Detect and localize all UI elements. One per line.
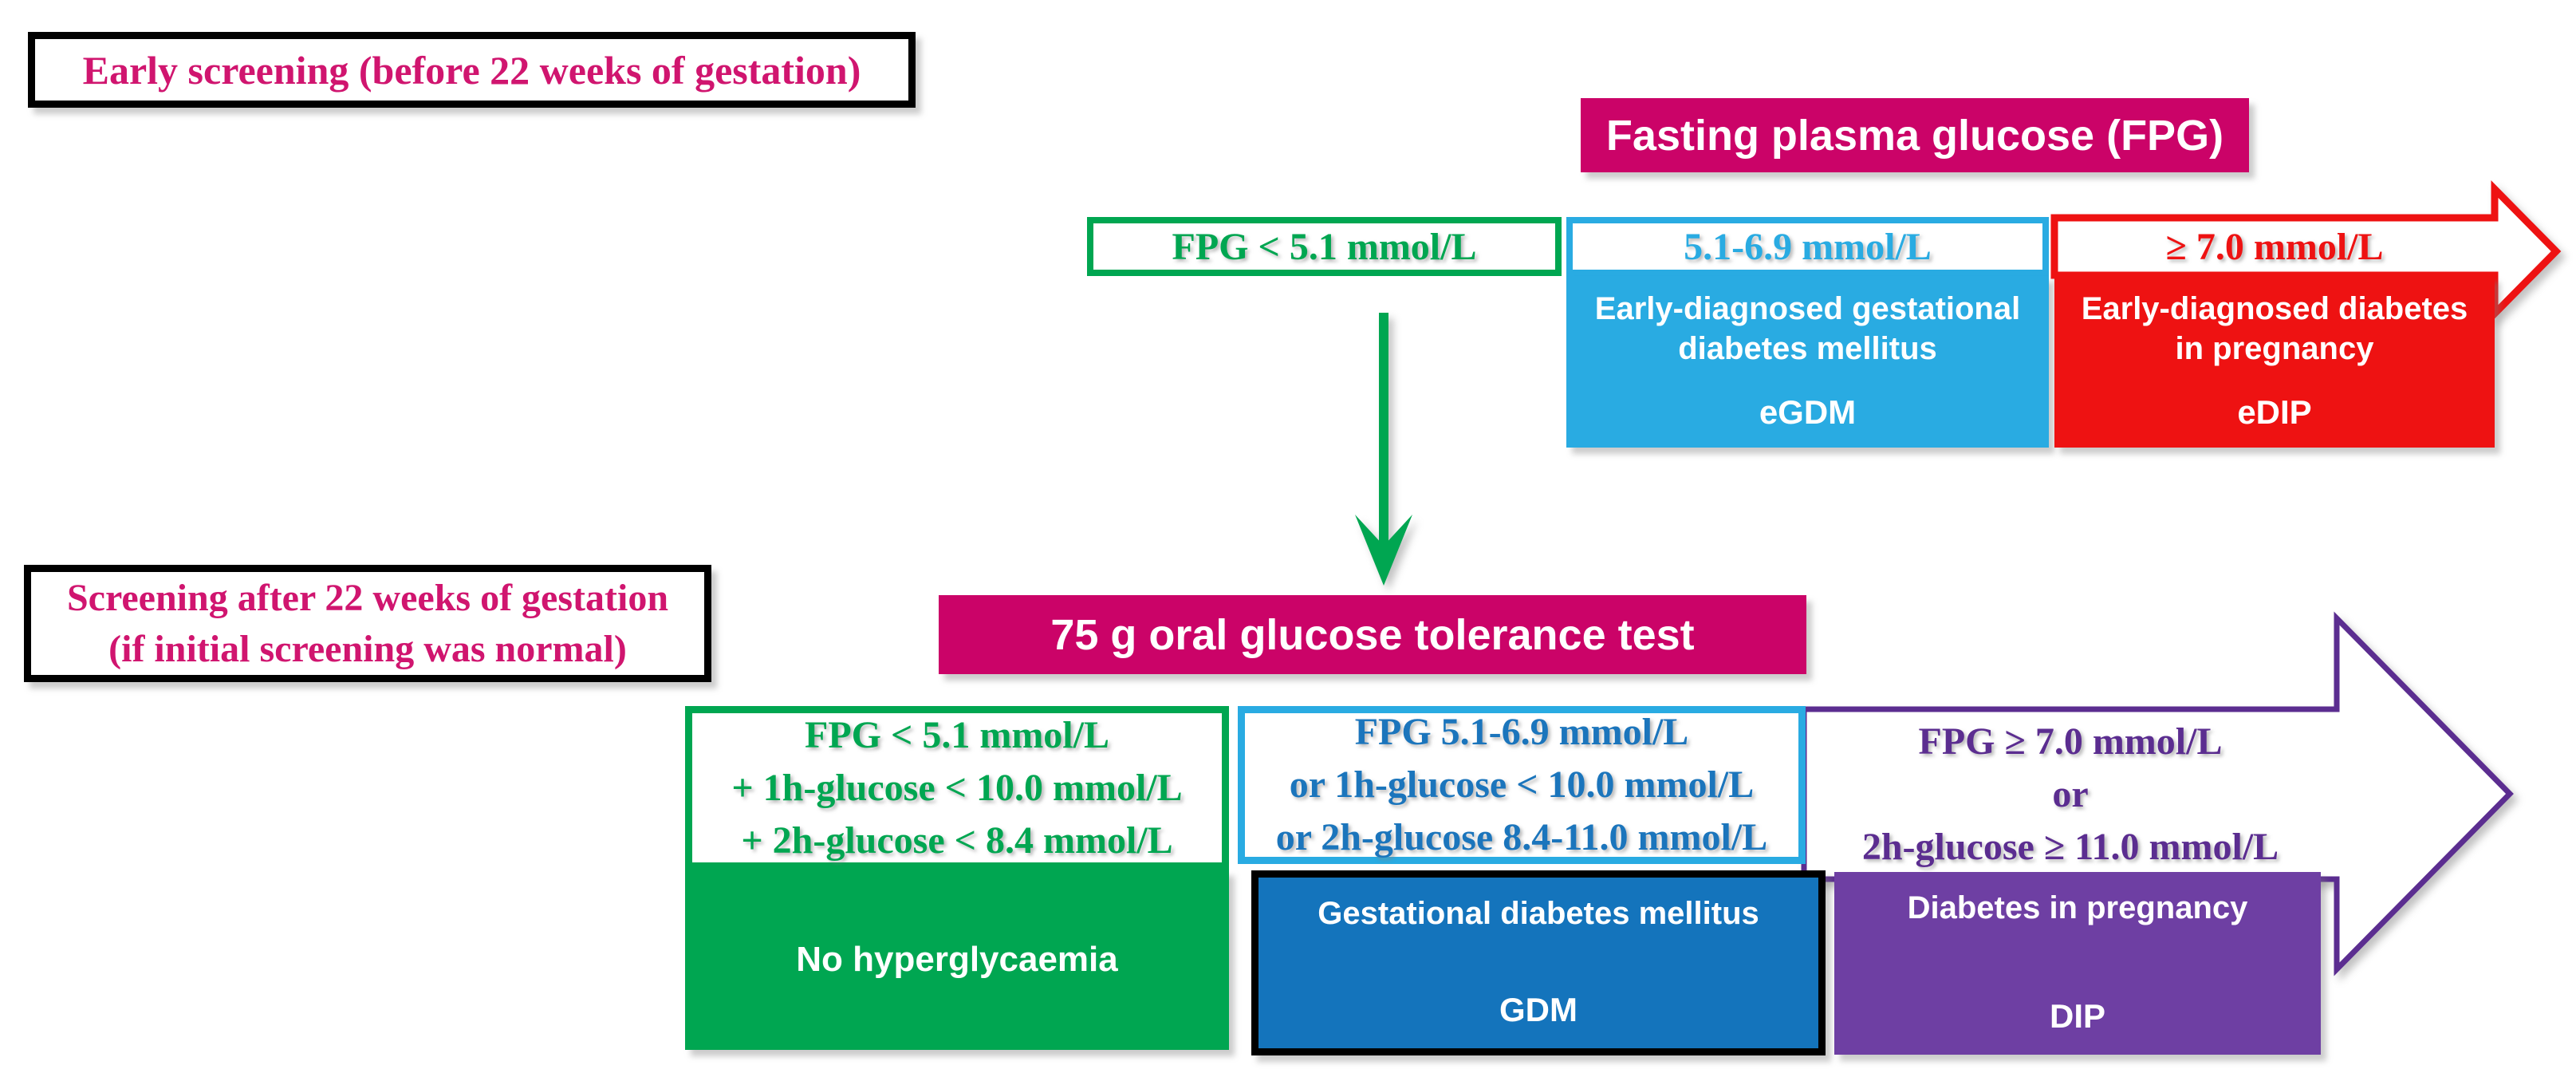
early-normal-criteria-box: FPG < 5.1 mmol/L	[1087, 217, 1562, 276]
no-hyperglycaemia-text: No hyperglycaemia	[796, 940, 1118, 979]
early-header-box: Early screening (before 22 weeks of gest…	[28, 32, 916, 108]
late-header-line: Screening after 22 weeks of gestation	[66, 576, 669, 619]
egdm-outcome-box: Early-diagnosed gestational diabetes mel…	[1566, 276, 2049, 448]
ogtt-header-text: 75 g oral glucose tolerance test	[1050, 610, 1695, 659]
ogtt-header-box: 75 g oral glucose tolerance test	[939, 595, 1806, 674]
dip-abbr: DIP	[2049, 997, 2105, 1035]
late-normal-criteria-text: FPG < 5.1 mmol/L + 1h-glucose < 10.0 mmo…	[731, 709, 1182, 867]
late-normal-criteria-box: FPG < 5.1 mmol/L + 1h-glucose < 10.0 mmo…	[685, 706, 1229, 870]
edip-outcome-line: in pregnancy	[2175, 331, 2374, 366]
criteria-line: or 1h-glucose < 10.0 mmol/L	[1289, 763, 1755, 806]
criteria-line: or 2h-glucose 8.4-11.0 mmol/L	[1275, 816, 1768, 858]
gdm-outcome-box: Gestational diabetes mellitus GDM	[1251, 870, 1826, 1055]
criteria-line: FPG 5.1-6.9 mmol/L	[1354, 711, 1689, 753]
late-header-line: (if initial screening was normal)	[108, 627, 627, 670]
edip-criteria-text: ≥ 7.0 mmol/L	[2165, 225, 2384, 268]
gdm-abbr: GDM	[1499, 991, 1578, 1028]
criteria-line: FPG < 5.1 mmol/L	[805, 713, 1109, 756]
dip-outcome-box: Diabetes in pregnancy DIP	[1834, 872, 2321, 1055]
early-normal-criteria-text: FPG < 5.1 mmol/L	[1172, 225, 1477, 268]
egdm-outcome-line: Early-diagnosed gestational	[1594, 291, 2021, 326]
dip-outcome-text: Diabetes in pregnancy	[1907, 890, 2248, 925]
fpg-header-box: Fasting plasma glucose (FPG)	[1581, 98, 2249, 172]
edip-abbr: eDIP	[2237, 393, 2312, 431]
egdm-criteria-box: 5.1-6.9 mmol/L	[1566, 217, 2049, 276]
edip-outcome-box: Early-diagnosed diabetes in pregnancy eD…	[2054, 276, 2495, 448]
criteria-line: + 2h-glucose < 8.4 mmol/L	[741, 819, 1173, 862]
late-header-box: Screening after 22 weeks of gestation (i…	[24, 565, 711, 682]
dip-criteria-text: FPG ≥ 7.0 mmol/L or 2h-glucose ≥ 11.0 mm…	[1862, 716, 2279, 874]
edip-criteria-box: ≥ 7.0 mmol/L	[2054, 218, 2495, 275]
egdm-outcome-text: Early-diagnosed gestational diabetes mel…	[1595, 289, 2020, 369]
dip-criteria-box: FPG ≥ 7.0 mmol/L or 2h-glucose ≥ 11.0 mm…	[1804, 715, 2337, 874]
egdm-outcome-line: diabetes mellitus	[1678, 331, 1937, 366]
gdm-criteria-text: FPG 5.1-6.9 mmol/L or 1h-glucose < 10.0 …	[1276, 706, 1767, 864]
no-hyperglycaemia-box: No hyperglycaemia	[685, 870, 1229, 1050]
criteria-line: + 1h-glucose < 10.0 mmol/L	[731, 766, 1183, 809]
early-header-text: Early screening (before 22 weeks of gest…	[82, 47, 861, 93]
criteria-line: 2h-glucose ≥ 11.0 mmol/L	[1861, 826, 2279, 868]
egdm-abbr: eGDM	[1759, 393, 1857, 431]
red-right-arrow	[2050, 180, 2562, 322]
edip-outcome-line: Early-diagnosed diabetes	[2081, 291, 2468, 326]
fpg-header-text: Fasting plasma glucose (FPG)	[1605, 111, 2224, 160]
criteria-line: FPG ≥ 7.0 mmol/L	[1918, 720, 2223, 763]
criteria-line: or	[2052, 773, 2089, 815]
late-header-text: Screening after 22 weeks of gestation (i…	[67, 573, 668, 675]
edip-outcome-text: Early-diagnosed diabetes in pregnancy	[2082, 289, 2468, 369]
egdm-criteria-text: 5.1-6.9 mmol/L	[1684, 225, 1932, 268]
gdm-criteria-box: FPG 5.1-6.9 mmol/L or 1h-glucose < 10.0 …	[1238, 706, 1806, 864]
gdm-outcome-text: Gestational diabetes mellitus	[1318, 896, 1759, 931]
green-down-arrow	[1355, 313, 1412, 586]
